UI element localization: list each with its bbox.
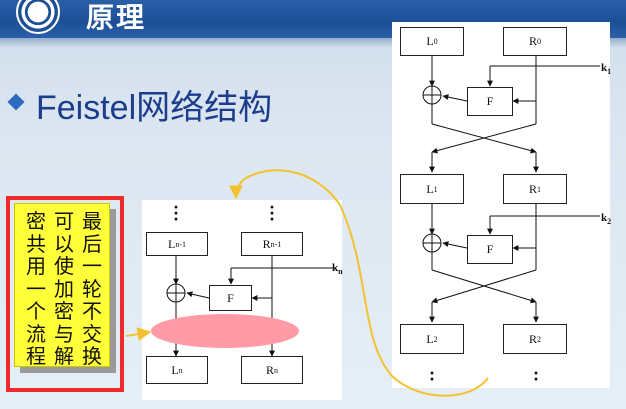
label-l: L [171, 362, 179, 377]
label-l: L [426, 34, 434, 48]
label-r: R [265, 362, 274, 377]
slide-title: 原理 [86, 1, 147, 34]
note-column-3: 密共用一个流程 [26, 209, 46, 368]
label-sub: 0 [433, 37, 438, 46]
label-sub: 1 [537, 184, 541, 194]
bullet-text: Feistel网络结构 [36, 89, 273, 127]
highlight-ellipse [151, 314, 299, 348]
label-f: F [486, 94, 494, 108]
label-f: F [486, 242, 494, 256]
label-sub: 1 [433, 184, 438, 194]
label-l: L [426, 181, 434, 196]
label-r: R [528, 34, 537, 48]
rounds-wires [422, 56, 600, 323]
label-r: R [528, 181, 537, 196]
box-f1: F [467, 87, 513, 116]
box-f2: F [467, 235, 513, 264]
annotation-curve [229, 169, 489, 397]
last-round-wires [166, 256, 336, 357]
label-sub: 2 [433, 334, 438, 344]
key-k2: k2 [601, 212, 611, 226]
label-k: k [601, 212, 608, 224]
label-sub: 2 [607, 217, 612, 227]
label-sub: 1 [607, 67, 612, 77]
label-sub: n-1 [175, 239, 186, 249]
label-k: k [601, 62, 608, 74]
label-l: L [426, 331, 434, 346]
ellipsis-rounds-right: ·· [533, 363, 540, 389]
highlight-frame [6, 196, 124, 392]
label-l: L [167, 236, 176, 251]
label-sub: n [274, 365, 278, 375]
note-column-1: 最后一轮不交换 [82, 209, 102, 368]
ellipsis-right: ··· [269, 197, 276, 229]
label-sub: n [178, 365, 183, 375]
box-f-last: F [209, 285, 252, 311]
label-f: F [227, 290, 234, 305]
title-bar-shadow [0, 38, 626, 48]
note-column-2: 可以使加密与解 [54, 209, 74, 368]
label-k: k [332, 262, 339, 274]
label-sub: 0 [537, 37, 541, 46]
label-r: R [528, 331, 537, 346]
title-bar: 原理 [0, 0, 626, 38]
key-kn: kn [332, 262, 343, 276]
key-k1: k1 [601, 62, 611, 76]
ellipsis-left: ··· [173, 197, 180, 229]
label-r: R [262, 236, 271, 251]
sticky-note: 最后一轮不交换 可以使加密与解 密共用一个流程 [14, 203, 110, 367]
university-seal-icon [16, 0, 60, 34]
label-sub: n-1 [270, 239, 282, 249]
pointer-arrow [125, 327, 152, 341]
ellipsis-rounds-left: ·· [429, 363, 436, 389]
label-sub: n [338, 267, 343, 277]
label-sub: 2 [537, 334, 541, 344]
